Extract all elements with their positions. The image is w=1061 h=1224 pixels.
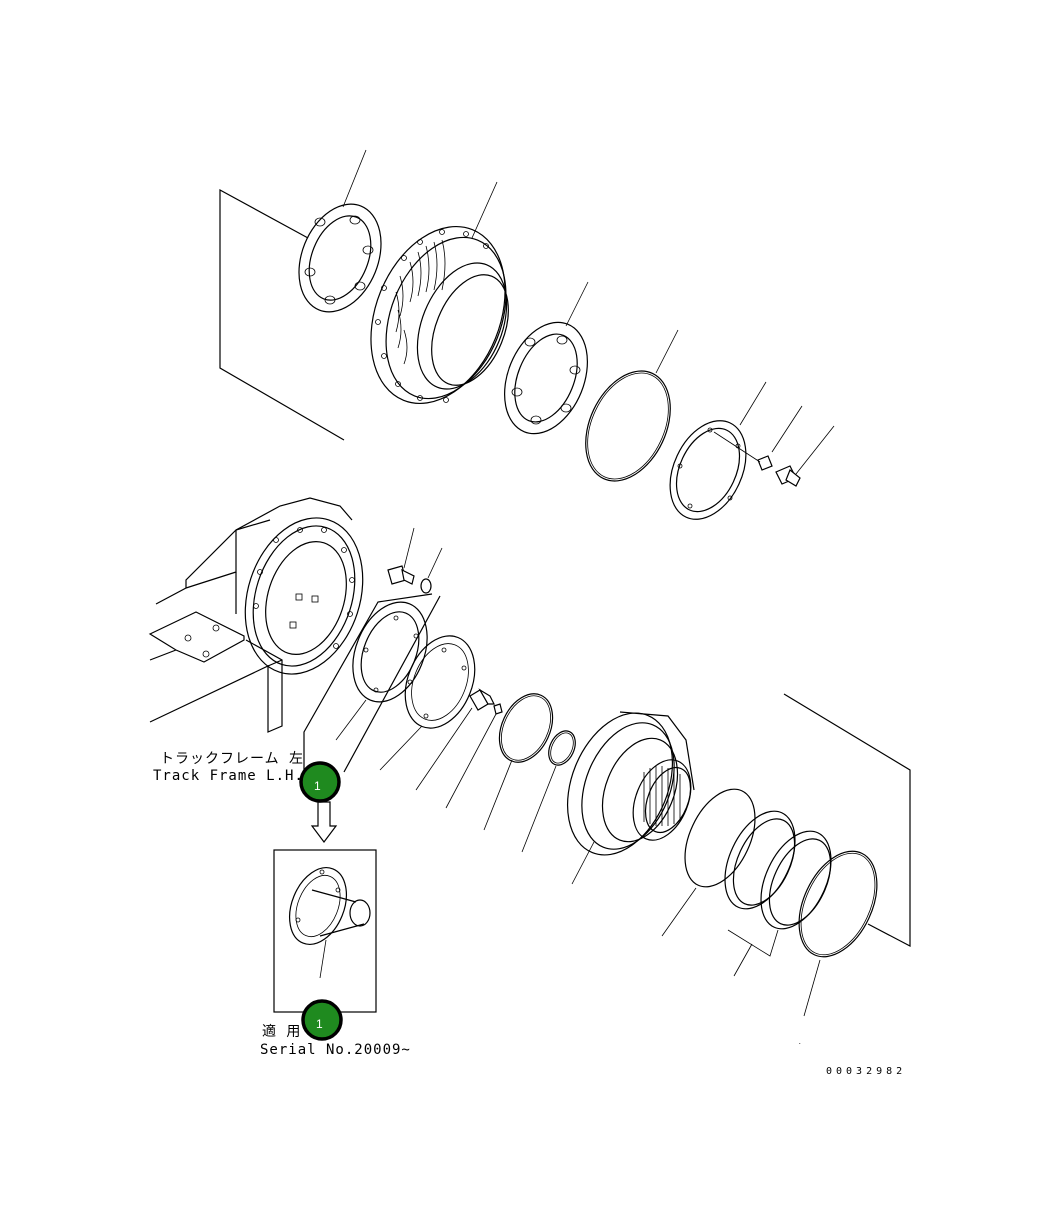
- lower-o-ring-small[interactable]: [521, 727, 580, 853]
- lower-right-bracket: [783, 693, 911, 947]
- lower-o-ring-end[interactable]: [784, 839, 893, 1017]
- callout-badge-main[interactable]: 1: [299, 761, 341, 803]
- track-frame-label-jp: トラックフレーム 左: [160, 751, 304, 767]
- upper-sprocket-hub[interactable]: [346, 181, 530, 424]
- callout-badge-inset[interactable]: 1: [301, 999, 343, 1041]
- lower-washer[interactable]: [420, 547, 443, 594]
- upper-retaining-plate[interactable]: [655, 381, 767, 531]
- upper-lock-washer[interactable]: [713, 405, 803, 471]
- upper-assembly: [219, 149, 835, 531]
- svg-text:1: 1: [314, 779, 321, 793]
- lower-o-ring-large[interactable]: [483, 685, 563, 831]
- lower-plug[interactable]: [415, 688, 495, 791]
- lower-final-drive-housing[interactable]: [548, 697, 702, 885]
- lower-mounting-bolt[interactable]: [387, 527, 415, 585]
- upper-ring-1[interactable]: [284, 149, 396, 324]
- upper-group-bracket: [219, 188, 345, 441]
- lower-assembly: .: [273, 527, 911, 1046]
- lower-floating-seal[interactable]: [711, 800, 845, 977]
- drawing-number: 00032982: [826, 1066, 906, 1077]
- track-frame-label-en: Track Frame L.H.: [153, 768, 304, 784]
- lower-seal-ring-1[interactable]: [661, 778, 769, 937]
- track-frame-lh: [148, 497, 364, 733]
- upper-o-ring[interactable]: [569, 329, 687, 495]
- svg-text:1: 1: [316, 1017, 323, 1031]
- down-arrow-icon: [310, 801, 338, 843]
- lower-group-bracket: [303, 593, 433, 770]
- lower-small-plug[interactable]: [445, 703, 503, 809]
- serial-number-label: Serial No.20009~: [260, 1042, 411, 1058]
- upper-bolt[interactable]: [775, 425, 835, 487]
- lower-gasket[interactable]: [379, 626, 488, 771]
- inset-detail-box: [273, 849, 377, 1013]
- upper-bearing-ring-2[interactable]: [489, 281, 603, 446]
- svg-text:.: .: [798, 1039, 802, 1046]
